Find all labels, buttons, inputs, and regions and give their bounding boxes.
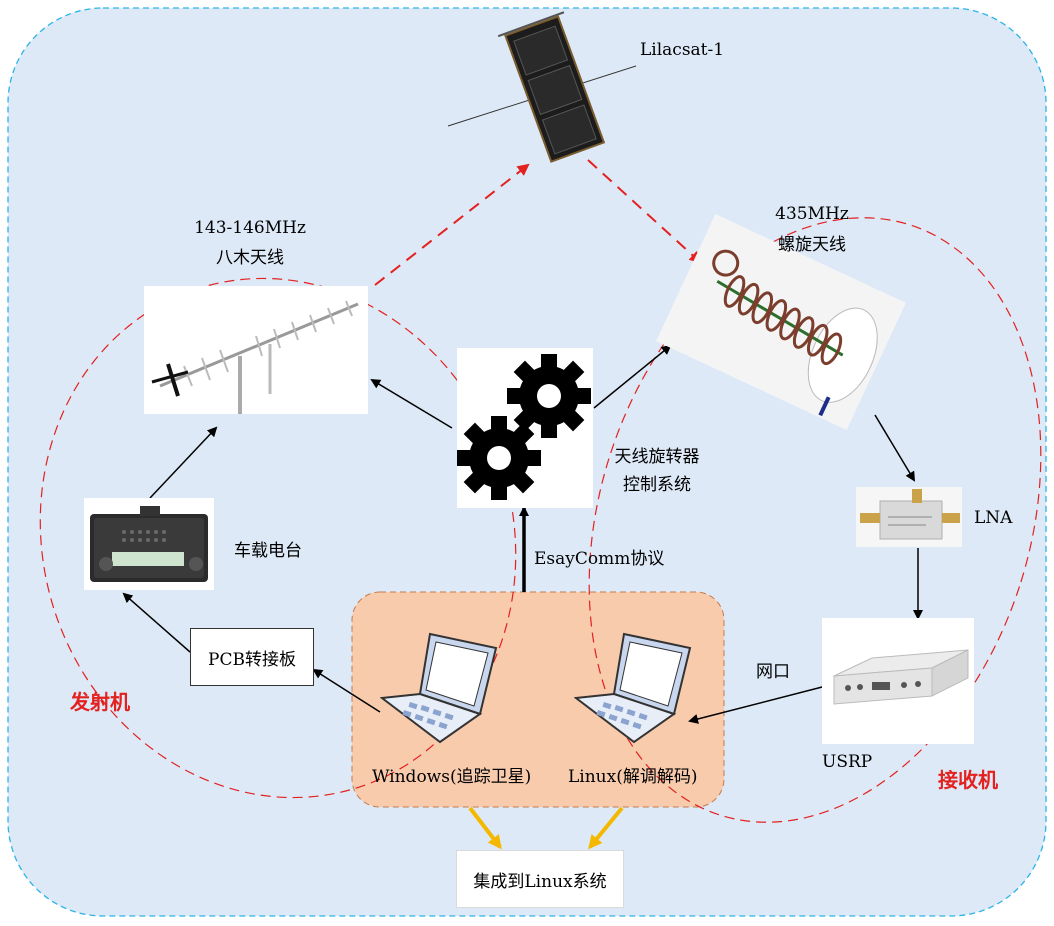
arrow-controller-to-helix	[593, 344, 672, 409]
pcb-adapter-label: PCB转接板	[208, 649, 296, 670]
linux-pc-label: Linux(解调解码)	[568, 767, 698, 787]
linux-laptop-icon	[574, 628, 692, 746]
satellite-label: Lilacsat-1	[640, 40, 725, 60]
receiver-label: 接收机	[938, 768, 998, 792]
satellite-illustration	[447, 11, 637, 163]
arrow-windows-to-integrated	[468, 806, 502, 850]
helix-antenna-image	[656, 214, 906, 430]
usrp-image	[822, 618, 974, 744]
arrow-helix-to-lna	[874, 414, 916, 482]
lna-image	[856, 487, 962, 547]
receiver-region	[588, 217, 1042, 823]
arrow-linux-to-integrated	[588, 806, 624, 850]
network-port-label: 网口	[756, 662, 790, 682]
integrated-linux-box: 集成到Linux系统	[456, 850, 624, 908]
helix-frequency-label: 435MHz	[775, 204, 849, 224]
arrow-usrp-to-linux	[688, 685, 827, 724]
downlink-arrow	[587, 159, 702, 264]
controller-label-line1: 天线旋转器	[614, 447, 700, 467]
arrow-radio-to-yagi	[149, 426, 218, 499]
protocol-label: EsayComm协议	[534, 549, 665, 569]
integrated-linux-label: 集成到Linux系统	[473, 871, 607, 892]
transmitter-label: 发射机	[70, 690, 130, 714]
pcb-adapter-box: PCB转接板	[190, 628, 314, 686]
windows-pc-label: Windows(追踪卫星)	[372, 767, 532, 787]
arrow-controller-to-yagi	[370, 378, 453, 429]
helix-name-label: 螺旋天线	[778, 235, 846, 255]
rotator-controller-image	[457, 348, 593, 508]
windows-laptop-icon	[380, 628, 498, 746]
usrp-label: USRP	[822, 752, 873, 772]
controller-label-line2: 控制系统	[623, 475, 691, 495]
arrow-windows-to-pcb	[312, 668, 381, 713]
yagi-name-label: 八木天线	[216, 248, 284, 268]
yagi-frequency-label: 143-146MHz	[194, 218, 306, 238]
radio-label: 车载电台	[234, 541, 302, 561]
arrow-pcb-to-radio	[122, 592, 191, 653]
uplink-arrow	[374, 163, 530, 286]
lna-label: LNA	[974, 508, 1013, 528]
mobile-radio-image	[84, 498, 214, 590]
yagi-antenna-image	[144, 286, 368, 414]
